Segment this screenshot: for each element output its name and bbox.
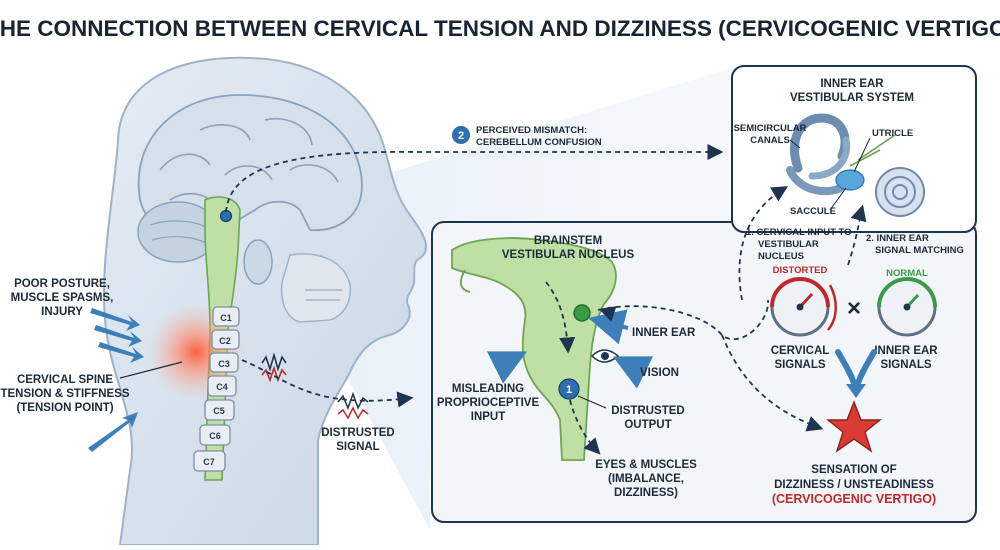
svg-text:SIGNAL: SIGNAL xyxy=(336,441,379,453)
eye-icon xyxy=(590,349,620,363)
inner-ear-panel xyxy=(731,65,977,233)
svg-text:VESTIBULAR SYSTEM: VESTIBULAR SYSTEM xyxy=(790,92,914,104)
tension-label: CERVICAL SPINE TENSION & STIFFNESS (TENS… xyxy=(0,374,129,414)
inner-ear-input-label: INNER EAR xyxy=(632,327,696,339)
step-1-number: 1 xyxy=(566,384,572,396)
utricle-label: UTRICLE xyxy=(872,128,913,139)
svg-text:PROPRIOCEPTIVE: PROPRIOCEPTIVE xyxy=(437,397,540,409)
mismatch-cross-icon: × xyxy=(847,295,861,322)
svg-text:PERCEIVED MISMATCH:: PERCEIVED MISMATCH: xyxy=(476,125,587,136)
brainstem-node-icon xyxy=(219,209,233,223)
svg-text:SIGNALS: SIGNALS xyxy=(774,359,825,371)
distrusted-signal-label: DISTRUSTED SIGNAL xyxy=(321,427,394,453)
svg-text:EYES & MUSCLES: EYES & MUSCLES xyxy=(595,459,697,471)
normal-gauge-icon xyxy=(877,277,937,337)
svg-text:SENSATION OF: SENSATION OF xyxy=(811,464,896,476)
vertebra-c2: C2 xyxy=(219,336,231,346)
svg-text:BRAINSTEM: BRAINSTEM xyxy=(534,235,602,247)
eyes-muscles-label: EYES & MUSCLES (IMBALANCE, DIZZINESS) xyxy=(595,459,697,499)
inner-ear-illustration xyxy=(786,113,925,217)
vertebra-c5: C5 xyxy=(213,406,225,416)
svg-text:SEMICIRCULAR: SEMICIRCULAR xyxy=(734,123,807,134)
semicircular-canals-label: SEMICIRCULAR CANALS xyxy=(734,123,807,146)
distorted-gauge-icon xyxy=(770,277,837,337)
cervical-vertebrae: C1 C2 C3 C4 C5 C6 C7 xyxy=(193,306,240,472)
signal-matching-label: 2. INNER EAR SIGNAL MATCHING xyxy=(866,233,964,256)
step-1-badge xyxy=(558,378,580,400)
mismatch-arrow xyxy=(225,143,724,213)
nucleus-feedback-arrow xyxy=(597,299,769,341)
distrusted-output-label: DISTRUSTED OUTPUT xyxy=(611,405,684,431)
cause-arrows xyxy=(88,308,144,452)
svg-text:VESTIBULAR: VESTIBULAR xyxy=(758,239,819,250)
svg-text:DISTRUSTED: DISTRUSTED xyxy=(611,405,684,417)
brainstem-illustration xyxy=(451,237,617,461)
vertebra-c6: C6 xyxy=(209,431,221,441)
svg-text:NUCLEUS: NUCLEUS xyxy=(758,251,804,262)
brainstem-title: BRAINSTEM VESTIBULAR NUCLEUS xyxy=(502,235,635,261)
misleading-input-arrow xyxy=(486,351,528,384)
output-arrow xyxy=(569,399,601,455)
cervical-input-arrow xyxy=(738,186,789,301)
page-title: THE CONNECTION BETWEEN CERVICAL TENSION … xyxy=(0,16,1000,41)
svg-text:TENSION & STIFFNESS: TENSION & STIFFNESS xyxy=(0,388,129,400)
svg-text:MISLEADING: MISLEADING xyxy=(452,383,524,395)
dizziness-star-icon xyxy=(826,400,882,453)
vertebra-c7: C7 xyxy=(203,457,215,467)
distrusted-signal-arrow xyxy=(241,359,414,408)
vestibular-nucleus-icon xyxy=(573,304,591,322)
svg-text:(TENSION POINT): (TENSION POINT) xyxy=(16,402,113,414)
svg-text:SIGNAL MATCHING: SIGNAL MATCHING xyxy=(875,245,964,256)
vertebra-c4: C4 xyxy=(216,382,228,392)
signal-matching-arrow xyxy=(847,204,867,266)
svg-text:CERVICAL: CERVICAL xyxy=(771,345,830,357)
cervical-input-label: 1. CERVICAL INPUT TO VESTIBULAR NUCLEUS xyxy=(746,227,852,262)
misleading-input-label: MISLEADING PROPRIOCEPTIVE INPUT xyxy=(437,383,540,423)
vision-input-arrow xyxy=(612,356,654,389)
vertebra-c1: C1 xyxy=(220,313,232,323)
svg-text:OUTPUT: OUTPUT xyxy=(624,419,671,431)
svg-text:CEREBELLUM CONFUSION: CEREBELLUM CONFUSION xyxy=(476,137,602,148)
svg-text:DIZZINESS / UNSTEADINESS: DIZZINESS / UNSTEADINESS xyxy=(774,479,934,491)
sensation-label: SENSATION OF DIZZINESS / UNSTEADINESS (C… xyxy=(772,464,936,506)
svg-text:SIGNALS: SIGNALS xyxy=(880,359,931,371)
svg-text:CERVICAL SPINE: CERVICAL SPINE xyxy=(17,374,113,386)
inner-ear-title: INNER EAR VESTIBULAR SYSTEM xyxy=(790,78,914,104)
svg-text:DISTRUSTED: DISTRUSTED xyxy=(321,427,394,439)
vertebra-c3: C3 xyxy=(218,359,230,369)
svg-text:(CERVICOGENIC VERTIGO): (CERVICOGENIC VERTIGO) xyxy=(772,492,936,506)
mismatch-label: PERCEIVED MISMATCH: CEREBELLUM CONFUSION xyxy=(476,125,602,148)
step-2-number: 2 xyxy=(458,130,464,142)
signal-wave-icon xyxy=(261,352,287,372)
svg-text:INNER EAR: INNER EAR xyxy=(820,78,884,90)
to-sensation-arrow xyxy=(721,334,824,432)
step-2-badge xyxy=(452,126,470,144)
svg-text:DIZZINESS): DIZZINESS) xyxy=(614,487,678,499)
svg-text:INJURY: INJURY xyxy=(41,306,83,318)
svg-text:CANALS: CANALS xyxy=(750,135,790,146)
saccule-label: SACCULE xyxy=(790,206,836,217)
svg-text:POOR POSTURE,: POOR POSTURE, xyxy=(14,278,110,290)
normal-label: NORMAL xyxy=(886,268,928,279)
tension-leader-line xyxy=(119,361,183,379)
svg-text:INPUT: INPUT xyxy=(471,411,506,423)
cervical-signals-label: CERVICAL SIGNALS xyxy=(771,345,830,371)
svg-text:MUSCLE SPASMS,: MUSCLE SPASMS, xyxy=(11,292,114,304)
svg-text:1. CERVICAL INPUT TO: 1. CERVICAL INPUT TO xyxy=(746,227,852,238)
svg-text:(IMBALANCE,: (IMBALANCE, xyxy=(608,473,684,485)
signal-wave-distorted-icon xyxy=(261,365,287,383)
distrusted-wave-red-icon xyxy=(337,406,369,420)
head-illustration xyxy=(102,56,428,546)
svg-text:VESTIBULAR NUCLEUS: VESTIBULAR NUCLEUS xyxy=(502,249,635,261)
causes-label: POOR POSTURE, MUSCLE SPASMS, INJURY xyxy=(11,278,114,318)
distrusted-wave-icon xyxy=(337,391,369,411)
inner-ear-signals-label: INNER EAR SIGNALS xyxy=(874,345,938,371)
svg-text:2. INNER EAR: 2. INNER EAR xyxy=(866,233,929,244)
svg-text:INNER EAR: INNER EAR xyxy=(874,345,938,357)
vision-label: VISION xyxy=(640,367,679,379)
distorted-label: DISTORTED xyxy=(773,265,828,276)
